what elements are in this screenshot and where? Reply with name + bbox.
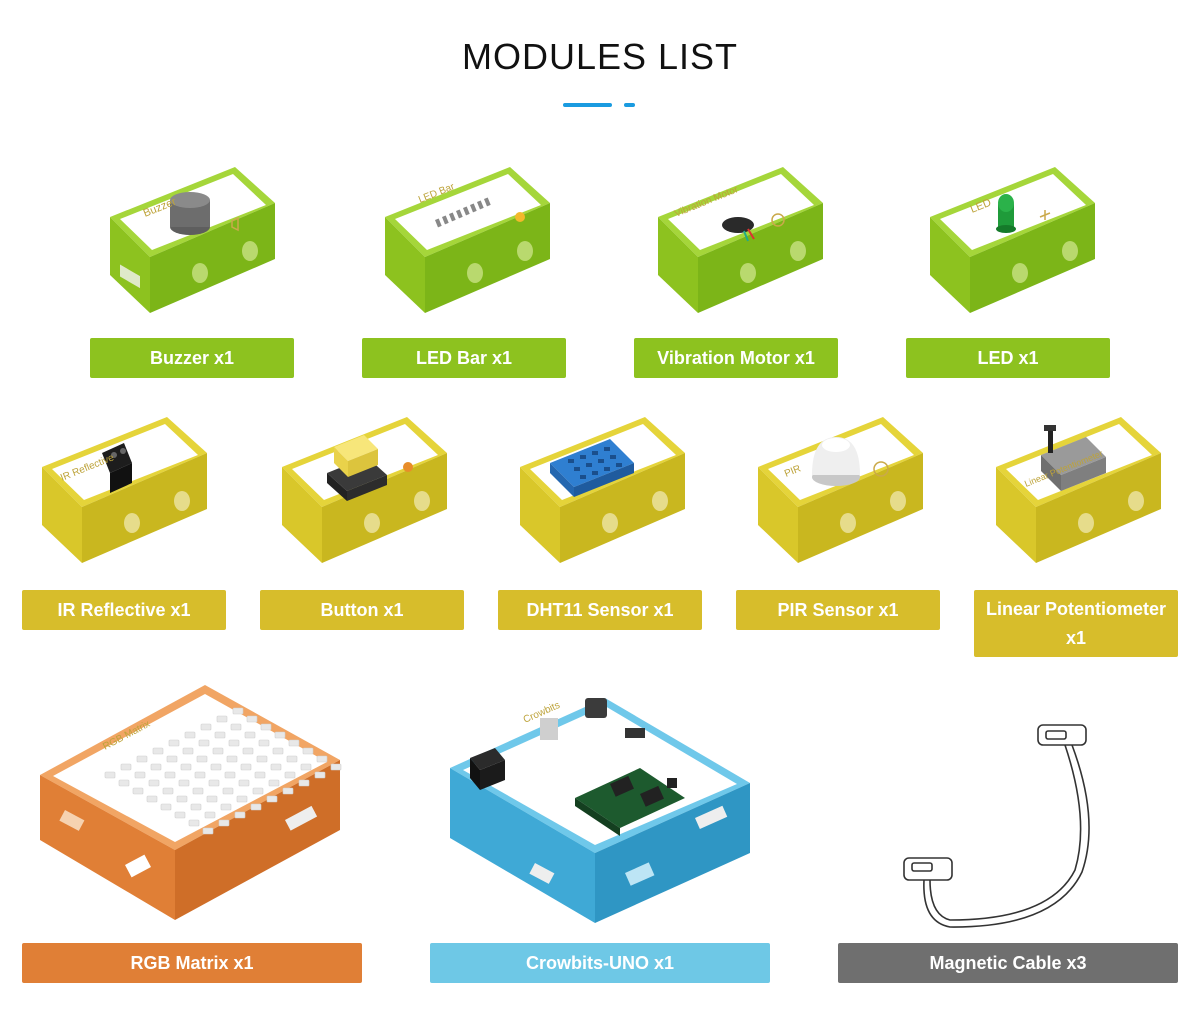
rgb-matrix-icon: RGB Matrix xyxy=(40,685,342,920)
magnetic-cable-label: Magnetic Cable x3 xyxy=(838,943,1178,983)
led-label: LED x1 xyxy=(906,338,1110,378)
dht11-sensor-icon xyxy=(520,417,685,563)
title-underline-dot xyxy=(624,103,635,107)
crowbits-uno-module: Crowbits xyxy=(445,688,755,928)
buzzer-module: Buzzer xyxy=(100,165,280,315)
crowbits-uno-icon: Crowbits xyxy=(450,698,750,923)
vibration-motor-icon: Vibration Motor xyxy=(658,167,823,313)
linear-potentiometer-icon: Linear Potentiometer xyxy=(996,417,1161,563)
dht11-sensor-label: DHT11 Sensor x1 xyxy=(498,590,702,630)
dht11-sensor-module xyxy=(510,415,690,565)
crowbits-uno-label: Crowbits-UNO x1 xyxy=(430,943,770,983)
rgb-matrix-module: RGB Matrix xyxy=(35,680,345,925)
title-underline xyxy=(563,103,612,107)
vibration-motor-label: Vibration Motor x1 xyxy=(634,338,838,378)
led-icon: LED xyxy=(930,167,1095,313)
ir-reflective-icon: IR Reflective xyxy=(42,417,207,563)
led-bar-module: LED Bar xyxy=(375,165,555,315)
led-module: LED xyxy=(920,165,1100,315)
ir-reflective-label: IR Reflective x1 xyxy=(22,590,226,630)
buzzer-icon: Buzzer xyxy=(110,167,275,313)
buzzer-label: Buzzer x1 xyxy=(90,338,294,378)
magnetic-cable-icon xyxy=(903,724,1090,928)
vibration-motor-module: Vibration Motor xyxy=(648,165,828,315)
rgb-matrix-label: RGB Matrix x1 xyxy=(22,943,362,983)
linear-potentiometer-module: Linear Potentiometer xyxy=(986,415,1166,565)
button-icon xyxy=(282,417,447,563)
pir-sensor-module: PIR xyxy=(748,415,928,565)
button-module xyxy=(272,415,452,565)
pir-sensor-icon: PIR xyxy=(758,417,923,563)
led-bar-icon: LED Bar xyxy=(385,167,550,313)
pir-sensor-label: PIR Sensor x1 xyxy=(736,590,940,630)
button-label: Button x1 xyxy=(260,590,464,630)
led-bar-label: LED Bar x1 xyxy=(362,338,566,378)
linear-potentiometer-label: Linear Potentiometer x1 xyxy=(974,590,1178,657)
magnetic-cable-module xyxy=(890,700,1100,935)
ir-reflective-module: IR Reflective xyxy=(32,415,212,565)
page-title: MODULES LIST xyxy=(461,36,739,77)
